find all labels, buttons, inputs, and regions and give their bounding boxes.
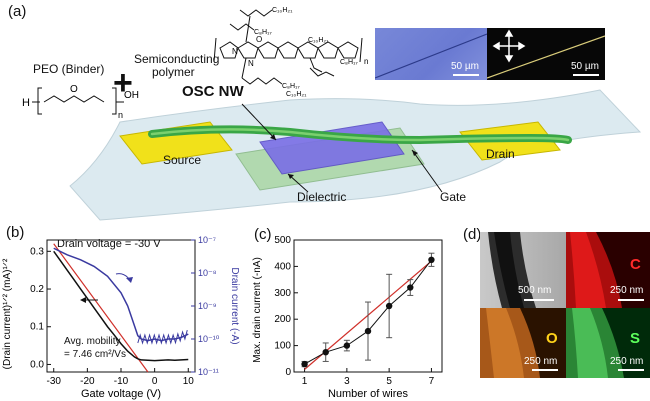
- y2-tick-label: 10⁻¹¹: [198, 367, 219, 377]
- svg-text:N: N: [248, 59, 254, 68]
- panel-a-label: (a): [8, 3, 27, 20]
- scalebar-right: [573, 74, 599, 76]
- peo-structure: H O OH n: [22, 84, 139, 120]
- x-tick-label: -20: [80, 376, 95, 387]
- y-tick-label: 0.1: [30, 322, 44, 333]
- panel-b-label: (b): [6, 224, 25, 241]
- svg-text:C₈H₁₇: C₈H₁₇: [282, 83, 300, 90]
- carbon-map: C 250 nm: [566, 232, 650, 308]
- x-tick-label: 5: [386, 376, 392, 387]
- tem-scale-text: 500 nm: [518, 285, 552, 296]
- y-tick-label: 0: [285, 367, 291, 378]
- svg-text:C₈H₁₇: C₈H₁₇: [254, 29, 272, 36]
- optical-micrograph-bright: 50 µm: [375, 28, 487, 80]
- y2-tick-label: 10⁻¹⁰: [198, 334, 220, 344]
- left-axis-arrowhead: [80, 297, 86, 303]
- x-tick-label: -30: [47, 376, 62, 387]
- gate-label: Gate: [440, 190, 467, 204]
- device-schematic: [69, 89, 642, 221]
- sulfur-scale-text: 250 nm: [610, 356, 644, 367]
- oxygen-label: O: [546, 330, 558, 347]
- semiconducting-label-1: Semiconducting: [134, 52, 220, 66]
- y2-tick-label: 10⁻⁹: [198, 301, 217, 311]
- x-axis-label: Gate voltage (V): [81, 388, 161, 400]
- svg-text:H: H: [22, 97, 30, 109]
- sulfur-map: S 250 nm: [566, 308, 650, 378]
- linear-fit-line: [53, 243, 149, 373]
- y-tick-label: 0.3: [30, 246, 44, 257]
- y2-tick-label: 10⁻⁸: [198, 268, 217, 278]
- y-tick-label: 300: [274, 288, 291, 299]
- y2-axis-label: Drain current (-A): [229, 267, 240, 344]
- svg-text:OH: OH: [124, 90, 139, 101]
- svg-text:C₈H₁₇: C₈H₁₇: [340, 59, 358, 66]
- y-tick-label: 0.0: [30, 359, 44, 370]
- x-tick-label: 10: [183, 376, 195, 387]
- data-point: [301, 360, 308, 368]
- y2-tick-label: 10⁻⁷: [198, 235, 216, 245]
- sulfur-label: S: [630, 330, 641, 347]
- y-tick-label: 200: [274, 314, 291, 325]
- x-tick-label: -10: [114, 376, 129, 387]
- data-point: [322, 349, 329, 356]
- svg-text:N: N: [232, 47, 238, 56]
- svg-text:C₁₀H₂₁: C₁₀H₂₁: [272, 7, 293, 14]
- y-axis-label: Max. drain current (-nA): [252, 257, 263, 363]
- y-axis-label: (Drain current)¹ᐟ² (mA)¹ᐟ²: [2, 258, 13, 369]
- y-tick-label: 100: [274, 341, 291, 352]
- log-current-line: [53, 247, 189, 342]
- svg-text:O: O: [256, 35, 262, 44]
- polymer-structure: C₁₀H₂₁ C₈H₁₇ O N N C₁₀H₂₁ C₈H₁₇ C₈H₁₇ C₁…: [213, 7, 368, 98]
- drain-voltage-annotation: Drain voltage = -30 V: [57, 238, 161, 250]
- mobility-annotation-2: = 7.46 cm²/Vs: [64, 349, 126, 360]
- tem-image: 500 nm: [480, 232, 566, 308]
- plus-sign: +: [113, 64, 133, 102]
- x-tick-label: 0: [152, 376, 158, 387]
- data-point: [428, 256, 435, 263]
- data-point: [385, 302, 393, 310]
- svg-text:C₁₀H₂₁: C₁₀H₂₁: [286, 91, 307, 98]
- scalebar-left: [453, 74, 479, 76]
- mobility-annotation-1: Avg. mobility: [64, 336, 121, 347]
- svg-text:n: n: [364, 57, 368, 66]
- carbon-scale-text: 250 nm: [610, 285, 644, 296]
- peo-label: PEO (Binder): [33, 62, 105, 76]
- panel-d-label: (d): [463, 226, 482, 243]
- svg-text:O: O: [70, 84, 78, 95]
- log-current-noise: [137, 330, 188, 345]
- x-tick-label: 7: [429, 376, 435, 387]
- dielectric-label: Dielectric: [297, 190, 347, 204]
- svg-text:C₁₀H₂₁: C₁₀H₂₁: [308, 37, 329, 44]
- semiconducting-label-2: polymer: [152, 65, 195, 79]
- transfer-curve-chart: -30 -20 -10 0 10 0.0 0.1 0.2 0.3 10⁻⁷ 10⁻⁸ 10⁻⁹ 10⁻¹…: [2, 235, 240, 400]
- right-axis-arrowhead: [126, 277, 133, 283]
- svg-text:n: n: [118, 110, 123, 120]
- sqrt-current-line: [53, 250, 189, 362]
- data-point: [343, 342, 351, 349]
- y-tick-label: 400: [274, 261, 291, 272]
- source-label: Source: [163, 153, 202, 167]
- carbon-label: C: [630, 256, 641, 273]
- osc-nw-label: OSC NW: [182, 83, 244, 100]
- scalebar-left-text: 50 µm: [451, 61, 479, 72]
- plot-frame: [293, 239, 443, 373]
- scalebar-right-text: 50 µm: [571, 61, 599, 72]
- oxygen-scale-text: 250 nm: [524, 356, 558, 367]
- y-tick-label: 500: [274, 235, 291, 246]
- y-tick-label: 0.2: [30, 284, 44, 295]
- x-tick-label: 1: [302, 376, 308, 387]
- optical-micrograph-dark: 50 µm: [487, 28, 605, 80]
- drain-label: Drain: [486, 147, 515, 161]
- oxygen-map: O 250 nm: [480, 308, 566, 378]
- x-axis-label: Number of wires: [328, 388, 409, 400]
- panel-c-label: (c): [254, 226, 272, 243]
- x-tick-label: 3: [344, 376, 350, 387]
- data-point: [407, 284, 414, 291]
- data-point: [364, 327, 372, 335]
